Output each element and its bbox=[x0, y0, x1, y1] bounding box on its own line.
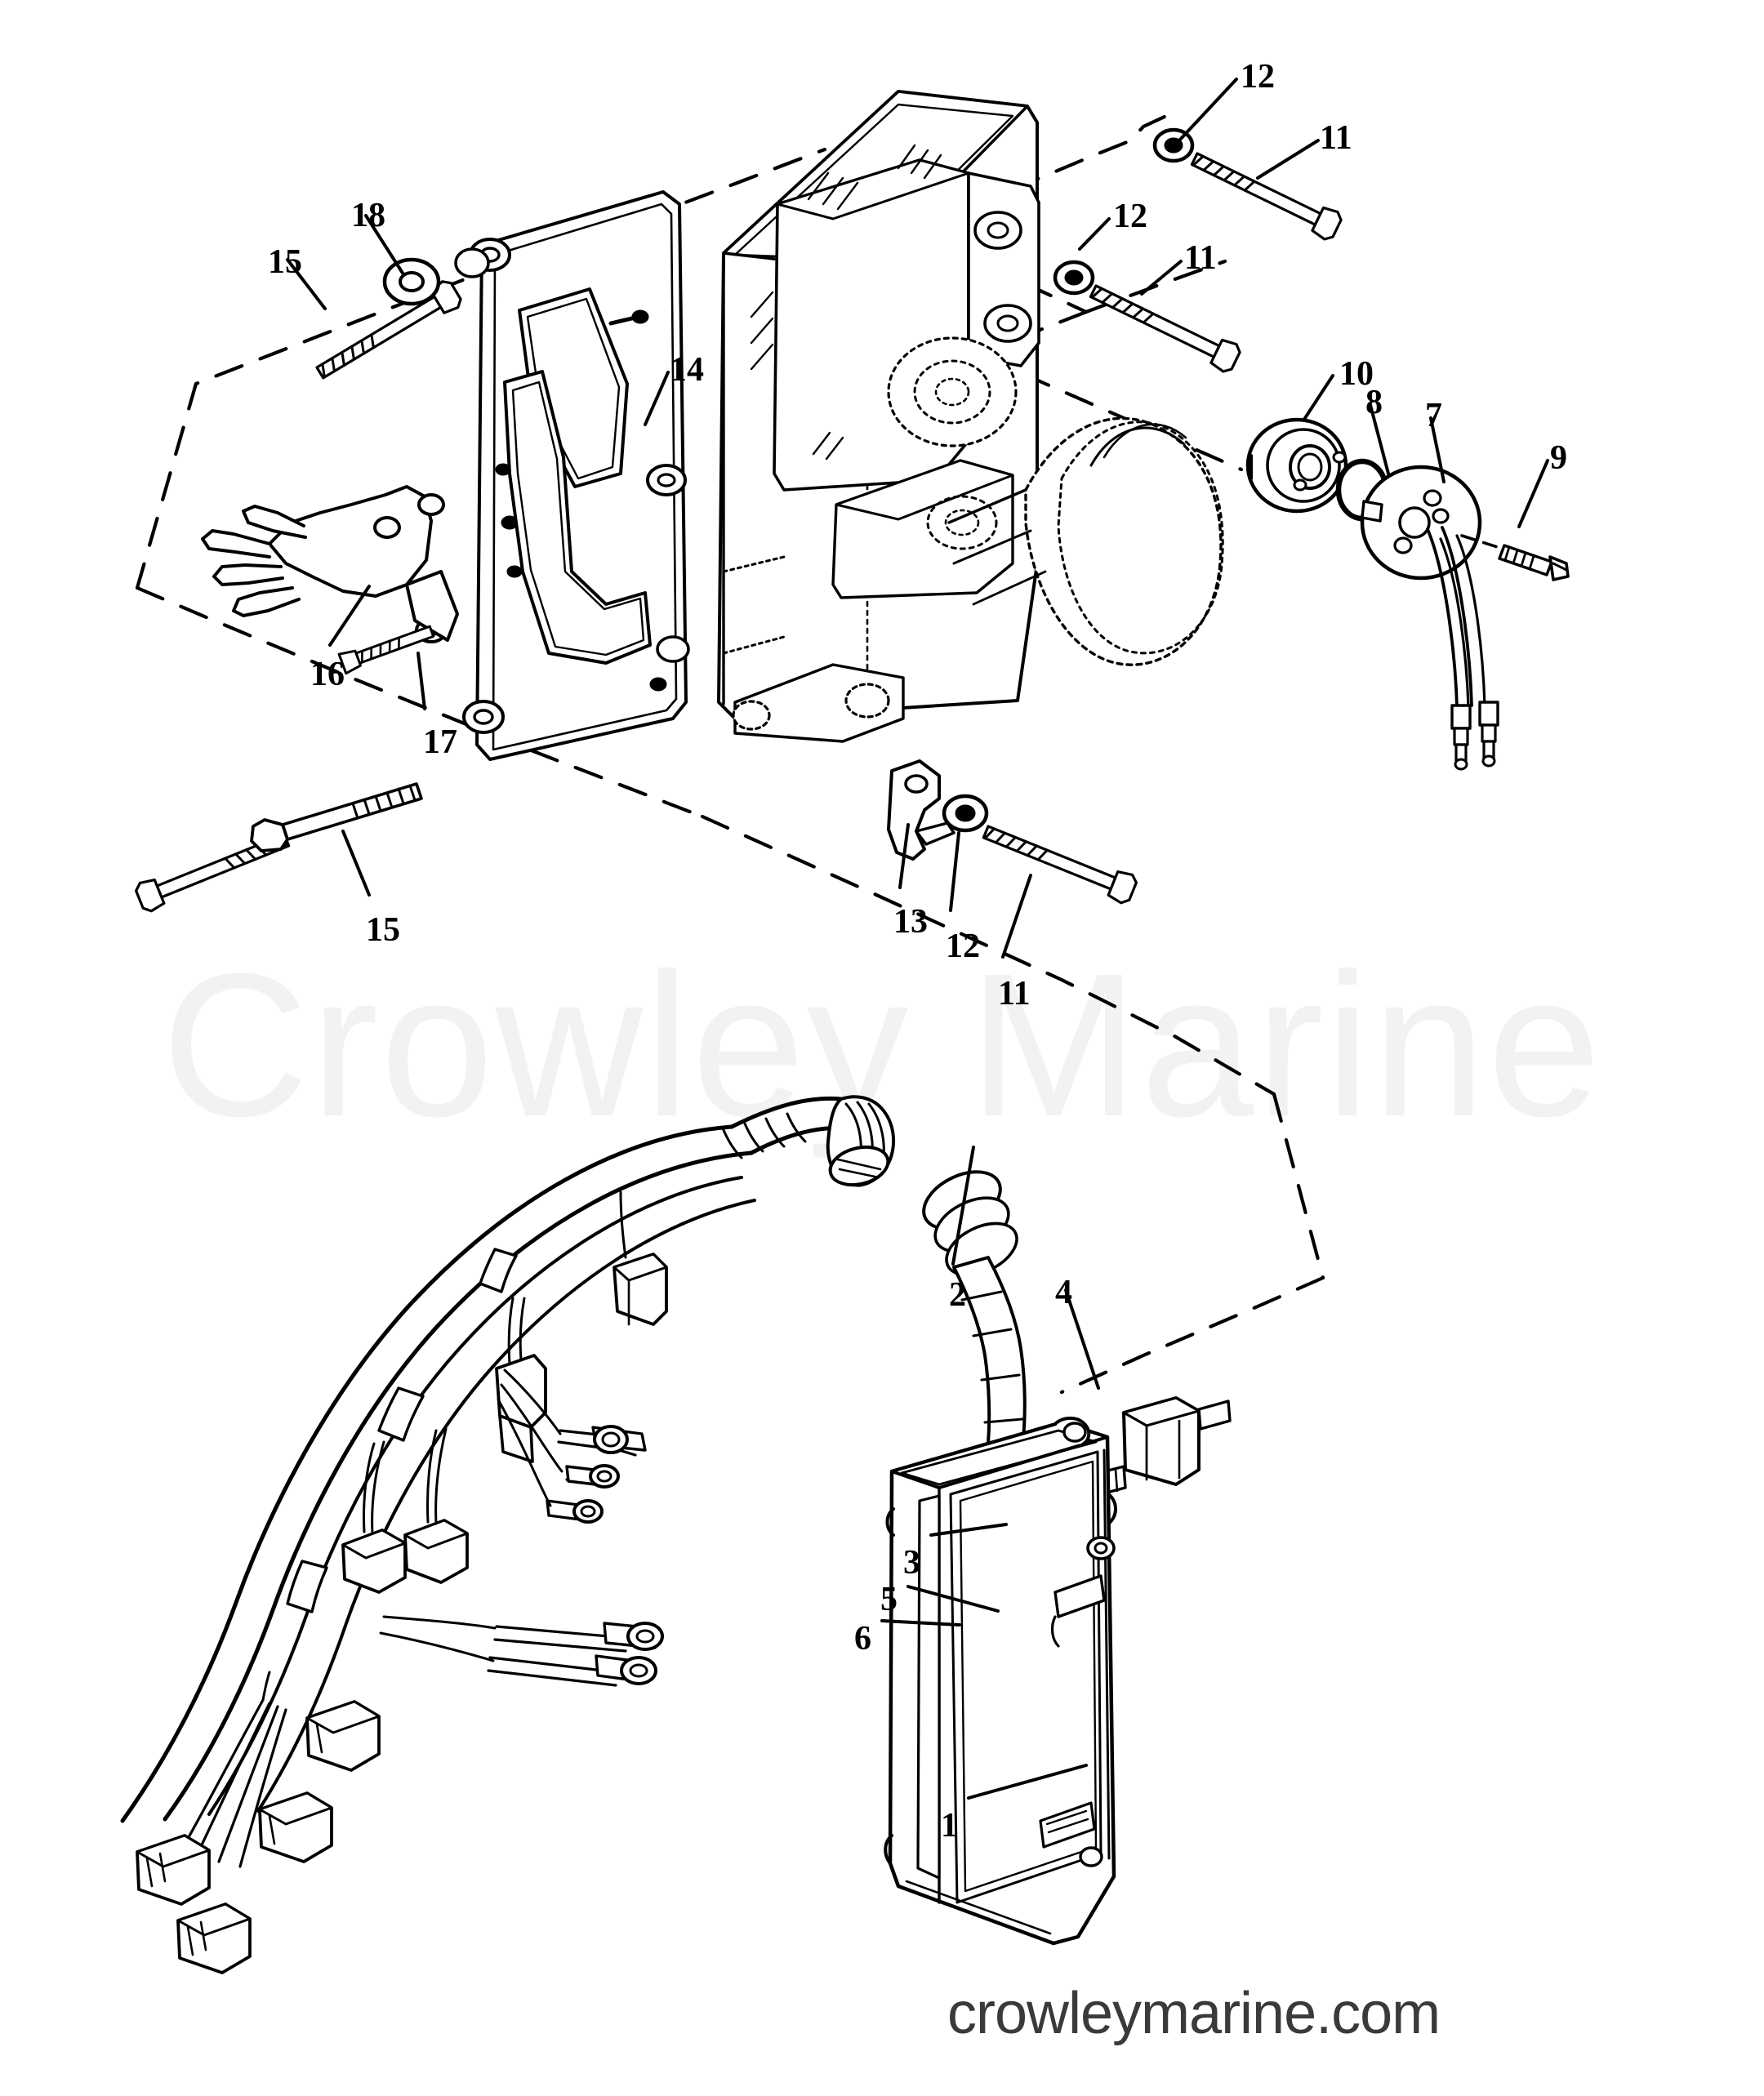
cylinder-connector bbox=[612, 1190, 668, 1326]
leader-line-o-ring bbox=[1369, 403, 1390, 475]
harness-connector bbox=[258, 1791, 333, 1863]
callout-number-hex-bolt: 11 bbox=[998, 975, 1031, 1012]
leader-line-screw bbox=[416, 652, 426, 710]
callout-number-switch-box: 1 bbox=[941, 1807, 958, 1845]
callout-number-screw: 9 bbox=[1550, 439, 1567, 477]
leader-line-hex-head-bolt bbox=[286, 258, 327, 310]
callout-number-terminal-flange-leads: 7 bbox=[1425, 397, 1442, 434]
ring-terminal bbox=[493, 1622, 664, 1653]
callout-number-lock-washer: 12 bbox=[1241, 58, 1275, 96]
leader-line-lock-washer bbox=[1178, 78, 1238, 142]
hex-bolt-11-second bbox=[1085, 276, 1244, 376]
callout-number-lock-washer: 12 bbox=[1113, 198, 1147, 235]
hex-bolt-11-top bbox=[1187, 144, 1345, 244]
ring-terminal bbox=[557, 1425, 647, 1457]
ring-terminal bbox=[487, 1654, 657, 1687]
ring-terminal bbox=[546, 1499, 604, 1524]
wire-clamp-13 bbox=[887, 759, 956, 861]
leader-line-hex-bolt bbox=[1256, 139, 1320, 180]
callout-number-o-ring: 8 bbox=[1365, 384, 1383, 421]
lock-washer-12-lower bbox=[942, 794, 989, 833]
switch-box-1 bbox=[884, 1417, 1116, 1946]
leader-line-lock-washer bbox=[949, 831, 960, 912]
hex-bolt-15-lower-draw bbox=[250, 782, 423, 852]
leader-line-wire-clamp bbox=[898, 823, 910, 889]
leader-line-hex-bolt bbox=[1001, 874, 1032, 959]
terminal-flange-7 bbox=[1360, 465, 1499, 771]
leader-line-hex-bolt bbox=[1140, 260, 1183, 296]
callout-number-mounting-plate: 14 bbox=[670, 351, 704, 389]
harness-connector bbox=[403, 1519, 469, 1584]
leader-line-lock-washer bbox=[1078, 217, 1111, 251]
leader-line-hex-head-bolt bbox=[341, 830, 371, 897]
bushing-housing-10 bbox=[1245, 417, 1348, 514]
rubber-mount-4 bbox=[1085, 1396, 1232, 1499]
callout-number-hex-bolt: 11 bbox=[1320, 119, 1352, 157]
callout-number-hex-bolt: 11 bbox=[1184, 239, 1217, 277]
mounting-plate-14 bbox=[454, 190, 690, 761]
lock-washer-12-second bbox=[1053, 260, 1095, 296]
callout-number-wiring-harness: 2 bbox=[949, 1276, 966, 1314]
callout-number-cable-retainer: 16 bbox=[310, 656, 345, 693]
leader-line-ground-lead bbox=[929, 1523, 1008, 1537]
callout-number-lock-washer: 12 bbox=[946, 928, 980, 965]
harness-connector bbox=[341, 1529, 407, 1594]
footer-site-url: crowleymarine.com bbox=[947, 1981, 1441, 2046]
callout-number-hex-head-bolt: 15 bbox=[268, 243, 302, 281]
leader-line-bushing-housing bbox=[1303, 374, 1334, 420]
callout-number-locknut: 6 bbox=[854, 1620, 871, 1658]
harness-connector bbox=[305, 1700, 381, 1772]
callout-number-bushing-housing: 10 bbox=[1339, 355, 1374, 393]
screw-9 bbox=[1498, 544, 1570, 581]
leader-line-rubber-mount bbox=[1064, 1288, 1100, 1390]
leader-line-screw bbox=[1517, 459, 1549, 528]
leader-line-wiring-harness bbox=[951, 1146, 975, 1266]
hex-bolt-11-lower bbox=[978, 817, 1140, 907]
ring-terminal bbox=[565, 1464, 620, 1489]
leader-line-terminal-flange-leads bbox=[1429, 416, 1446, 483]
leader-line-mounting-plate bbox=[644, 371, 670, 426]
callout-number-screw: 17 bbox=[423, 723, 457, 761]
callout-number-ground-lead: 3 bbox=[903, 1544, 920, 1582]
cable-retainer-16 bbox=[201, 485, 459, 643]
leader-line-flat-washer bbox=[906, 1585, 1000, 1613]
callout-number-hex-head-bolt: 15 bbox=[366, 911, 400, 949]
leader-line-washer bbox=[364, 214, 405, 276]
harness-connector bbox=[136, 1834, 211, 1906]
callout-number-flat-washer: 5 bbox=[880, 1581, 898, 1618]
powerhead-block-assembly bbox=[717, 90, 1224, 743]
leader-line-switch-box bbox=[967, 1764, 1088, 1800]
round-multipin-connector bbox=[826, 1095, 896, 1187]
leader-line-locknut bbox=[880, 1619, 961, 1627]
washer-18 bbox=[382, 257, 441, 306]
callout-number-wire-clamp: 13 bbox=[893, 903, 928, 941]
leader-line-cable-retainer bbox=[328, 585, 371, 647]
callout-number-washer: 18 bbox=[351, 197, 385, 234]
wiring-harness-2 bbox=[120, 1095, 896, 1974]
callout-number-rubber-mount: 4 bbox=[1055, 1274, 1072, 1311]
harness-connector bbox=[176, 1902, 252, 1974]
